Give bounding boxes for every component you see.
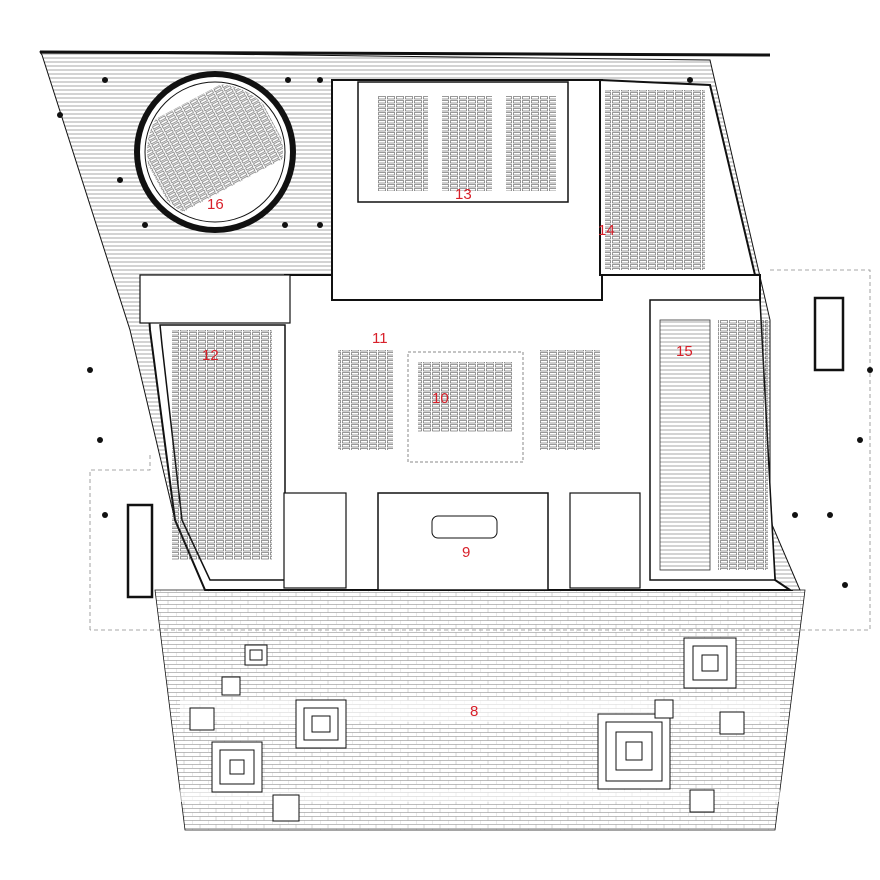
label-13: 13	[455, 186, 472, 203]
label-15: 15	[676, 343, 693, 360]
columns	[57, 77, 873, 588]
label-16: 16	[207, 196, 224, 213]
label-9: 9	[462, 544, 470, 561]
lobby-9	[377, 492, 549, 591]
label-8: 8	[470, 703, 478, 720]
hall-13-seating	[378, 96, 556, 191]
room-12-tables	[172, 330, 272, 560]
stair-towers	[126, 296, 845, 599]
room-14-tables	[605, 90, 705, 270]
service-cores	[139, 274, 641, 589]
label-12: 12	[202, 347, 219, 364]
label-11: 11	[372, 330, 388, 347]
room-15-stacks	[659, 319, 768, 571]
area-10-zone	[407, 351, 524, 463]
planters	[189, 637, 745, 822]
label-10: 10	[432, 390, 449, 407]
label-14: 14	[598, 222, 615, 239]
